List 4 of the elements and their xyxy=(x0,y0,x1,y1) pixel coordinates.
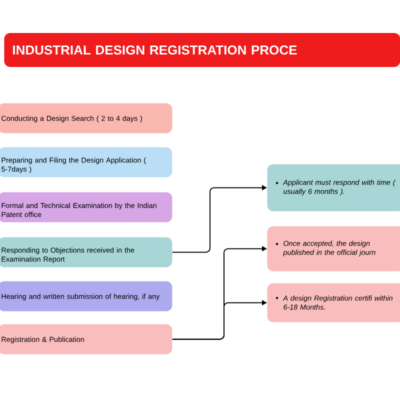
note-box xyxy=(267,164,400,212)
note-box xyxy=(267,226,400,272)
note-box xyxy=(267,283,400,322)
title-banner: INDUSTRIAL DESIGN REGISTRATION PROCE xyxy=(4,33,400,67)
